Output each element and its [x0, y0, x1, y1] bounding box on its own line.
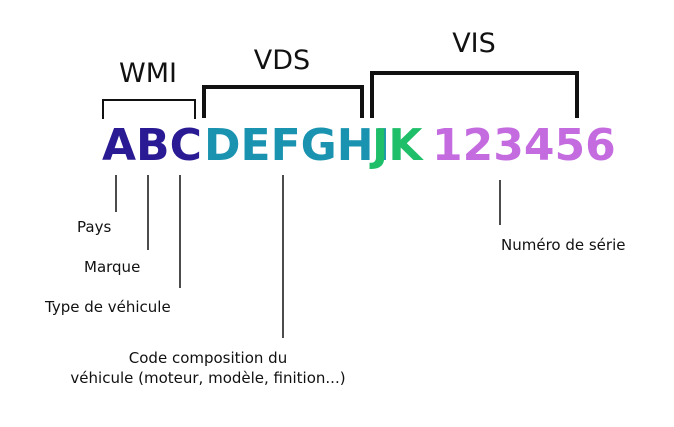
label-composition-line-2: véhicule (moteur, modèle, finition...)	[70, 368, 346, 387]
group-label-wmi: WMI	[119, 58, 177, 89]
vis-bracket	[370, 71, 579, 118]
code-vds: DEFGHI	[204, 120, 390, 171]
label-pays: Pays	[77, 218, 112, 236]
label-code-composition: Code composition du véhicule (moteur, mo…	[70, 349, 345, 388]
code-vis-letters: JK	[372, 120, 423, 171]
group-label-vis: VIS	[452, 28, 496, 59]
vds-bracket	[202, 85, 364, 118]
label-composition-line-1: Code composition du	[128, 349, 288, 367]
label-numero-serie: Numéro de série	[501, 236, 626, 254]
group-label-vds: VDS	[253, 45, 311, 76]
code-wmi: ABC	[102, 120, 202, 171]
code-serial-number: 123456	[432, 120, 616, 171]
wmi-bracket	[102, 99, 196, 119]
label-marque: Marque	[84, 258, 141, 276]
label-type-vehicule: Type de véhicule	[45, 298, 171, 316]
